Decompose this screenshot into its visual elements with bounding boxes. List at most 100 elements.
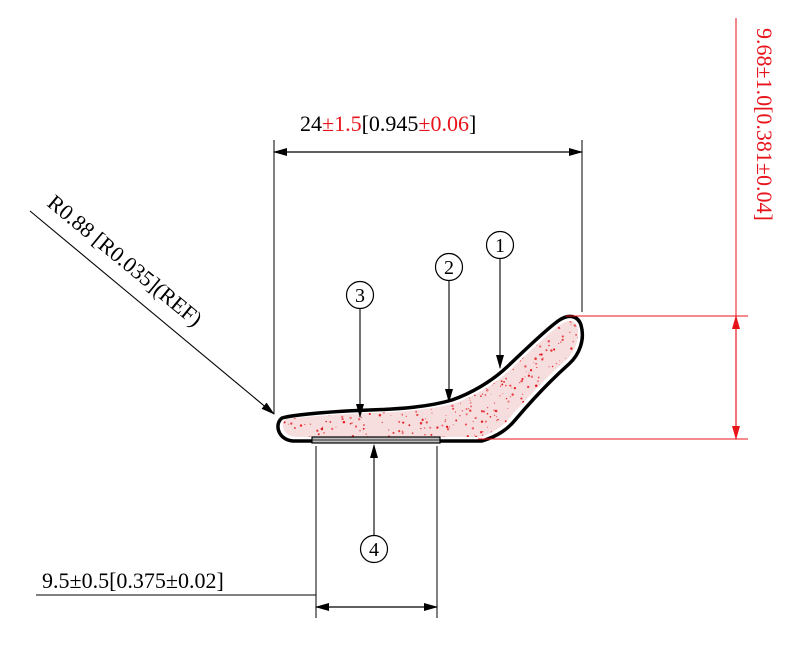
- foam-speckle: [283, 358, 284, 360]
- foam-speckle: [566, 430, 569, 433]
- foam-speckle: [555, 362, 558, 365]
- foam-speckle: [541, 358, 544, 361]
- foam-speckle: [468, 329, 470, 332]
- foam-speckle: [444, 420, 446, 423]
- foam-speckle: [561, 390, 565, 393]
- foam-speckle: [431, 412, 433, 414]
- foam-speckle: [493, 409, 496, 412]
- foam-speckle: [497, 418, 499, 421]
- foam-speckle: [312, 362, 314, 364]
- foam-speckle: [470, 316, 472, 318]
- foam-speckle: [549, 387, 551, 389]
- foam-speckle: [471, 427, 475, 430]
- foam-speckle: [538, 435, 540, 437]
- foam-speckle: [363, 428, 365, 430]
- foam-speckle: [296, 408, 299, 410]
- foam-speckle: [338, 315, 339, 316]
- foam-speckle: [379, 337, 382, 339]
- foam-speckle: [412, 334, 415, 337]
- width-nominal: 24: [300, 111, 322, 136]
- foam-speckle: [452, 361, 454, 363]
- foam-speckle: [310, 362, 312, 364]
- foam-speckle: [446, 368, 448, 370]
- foam-speckle: [365, 374, 367, 376]
- foam-speckle: [299, 375, 303, 378]
- callout-1-number: 1: [495, 235, 505, 257]
- foam-speckle: [299, 373, 302, 376]
- foam-speckle: [573, 319, 574, 320]
- foam-speckle: [567, 370, 570, 373]
- foam-speckle: [397, 359, 400, 361]
- foam-speckle: [494, 326, 497, 329]
- foam-speckle: [570, 323, 572, 325]
- foam-speckle: [546, 321, 549, 323]
- foam-speckle: [436, 426, 439, 429]
- foam-speckle: [547, 424, 549, 427]
- foam-speckle: [418, 391, 420, 393]
- foam-speckle: [505, 397, 508, 400]
- foam-speckle: [480, 327, 483, 329]
- foam-speckle: [560, 314, 562, 316]
- foam-speckle: [520, 397, 523, 400]
- foam-speckle: [289, 372, 292, 376]
- foam-speckle: [511, 387, 513, 389]
- foam-speckle: [312, 334, 314, 336]
- foam-speckle: [401, 413, 403, 415]
- foam-speckle: [568, 405, 570, 407]
- foam-speckle: [535, 363, 537, 365]
- foam-speckle: [565, 357, 567, 359]
- foam-speckle: [490, 349, 492, 351]
- foam-speckle: [319, 402, 320, 404]
- foam-speckle: [298, 410, 301, 413]
- foam-speckle: [324, 402, 327, 405]
- foam-speckle: [455, 419, 458, 422]
- foam-speckle: [503, 357, 506, 360]
- foam-speckle: [300, 317, 302, 319]
- foam-speckle: [475, 435, 478, 437]
- foam-speckle: [416, 323, 419, 326]
- foam-speckle: [521, 393, 524, 396]
- foam-speckle: [511, 350, 513, 352]
- foam-speckle: [472, 393, 474, 395]
- foam-speckle: [430, 408, 432, 410]
- foam-speckle: [560, 436, 563, 437]
- foam-speckle: [304, 326, 307, 329]
- foam-speckle: [440, 436, 444, 437]
- foam-speckle: [517, 421, 519, 424]
- foam-speckle: [398, 339, 400, 341]
- foam-speckle: [527, 374, 531, 377]
- foam-speckle: [468, 316, 471, 319]
- foam-speckle: [474, 350, 478, 353]
- foam-speckle: [330, 404, 334, 407]
- foam-speckle: [420, 354, 423, 357]
- foam-speckle: [523, 340, 527, 343]
- foam-speckle: [309, 423, 312, 425]
- foam-speckle: [329, 370, 331, 372]
- foam-speckle: [441, 424, 444, 427]
- foam-speckle: [291, 400, 294, 404]
- foam-speckle: [433, 337, 435, 340]
- foam-speckle: [542, 357, 544, 359]
- foam-speckle: [279, 409, 281, 411]
- foam-speckle: [334, 342, 336, 344]
- foam-speckle: [458, 385, 460, 387]
- foam-speckle: [464, 389, 467, 392]
- foam-speckle: [401, 414, 404, 416]
- foam-speckle: [496, 419, 498, 422]
- foam-speckle: [494, 402, 496, 404]
- foam-speckle: [287, 388, 289, 391]
- foam-speckle: [466, 385, 469, 388]
- foam-speckle: [544, 402, 547, 405]
- foam-speckle: [443, 436, 446, 437]
- foam-speckle: [522, 414, 524, 416]
- foam-speckle: [442, 374, 445, 377]
- foam-speckle: [548, 344, 550, 347]
- foam-speckle: [411, 380, 413, 381]
- foam-speckle: [482, 343, 484, 345]
- foam-speckle: [436, 346, 439, 349]
- foam-speckle: [561, 335, 564, 338]
- foam-speckle: [426, 354, 429, 357]
- foam-speckle: [482, 410, 486, 413]
- foam-speckle: [359, 430, 361, 432]
